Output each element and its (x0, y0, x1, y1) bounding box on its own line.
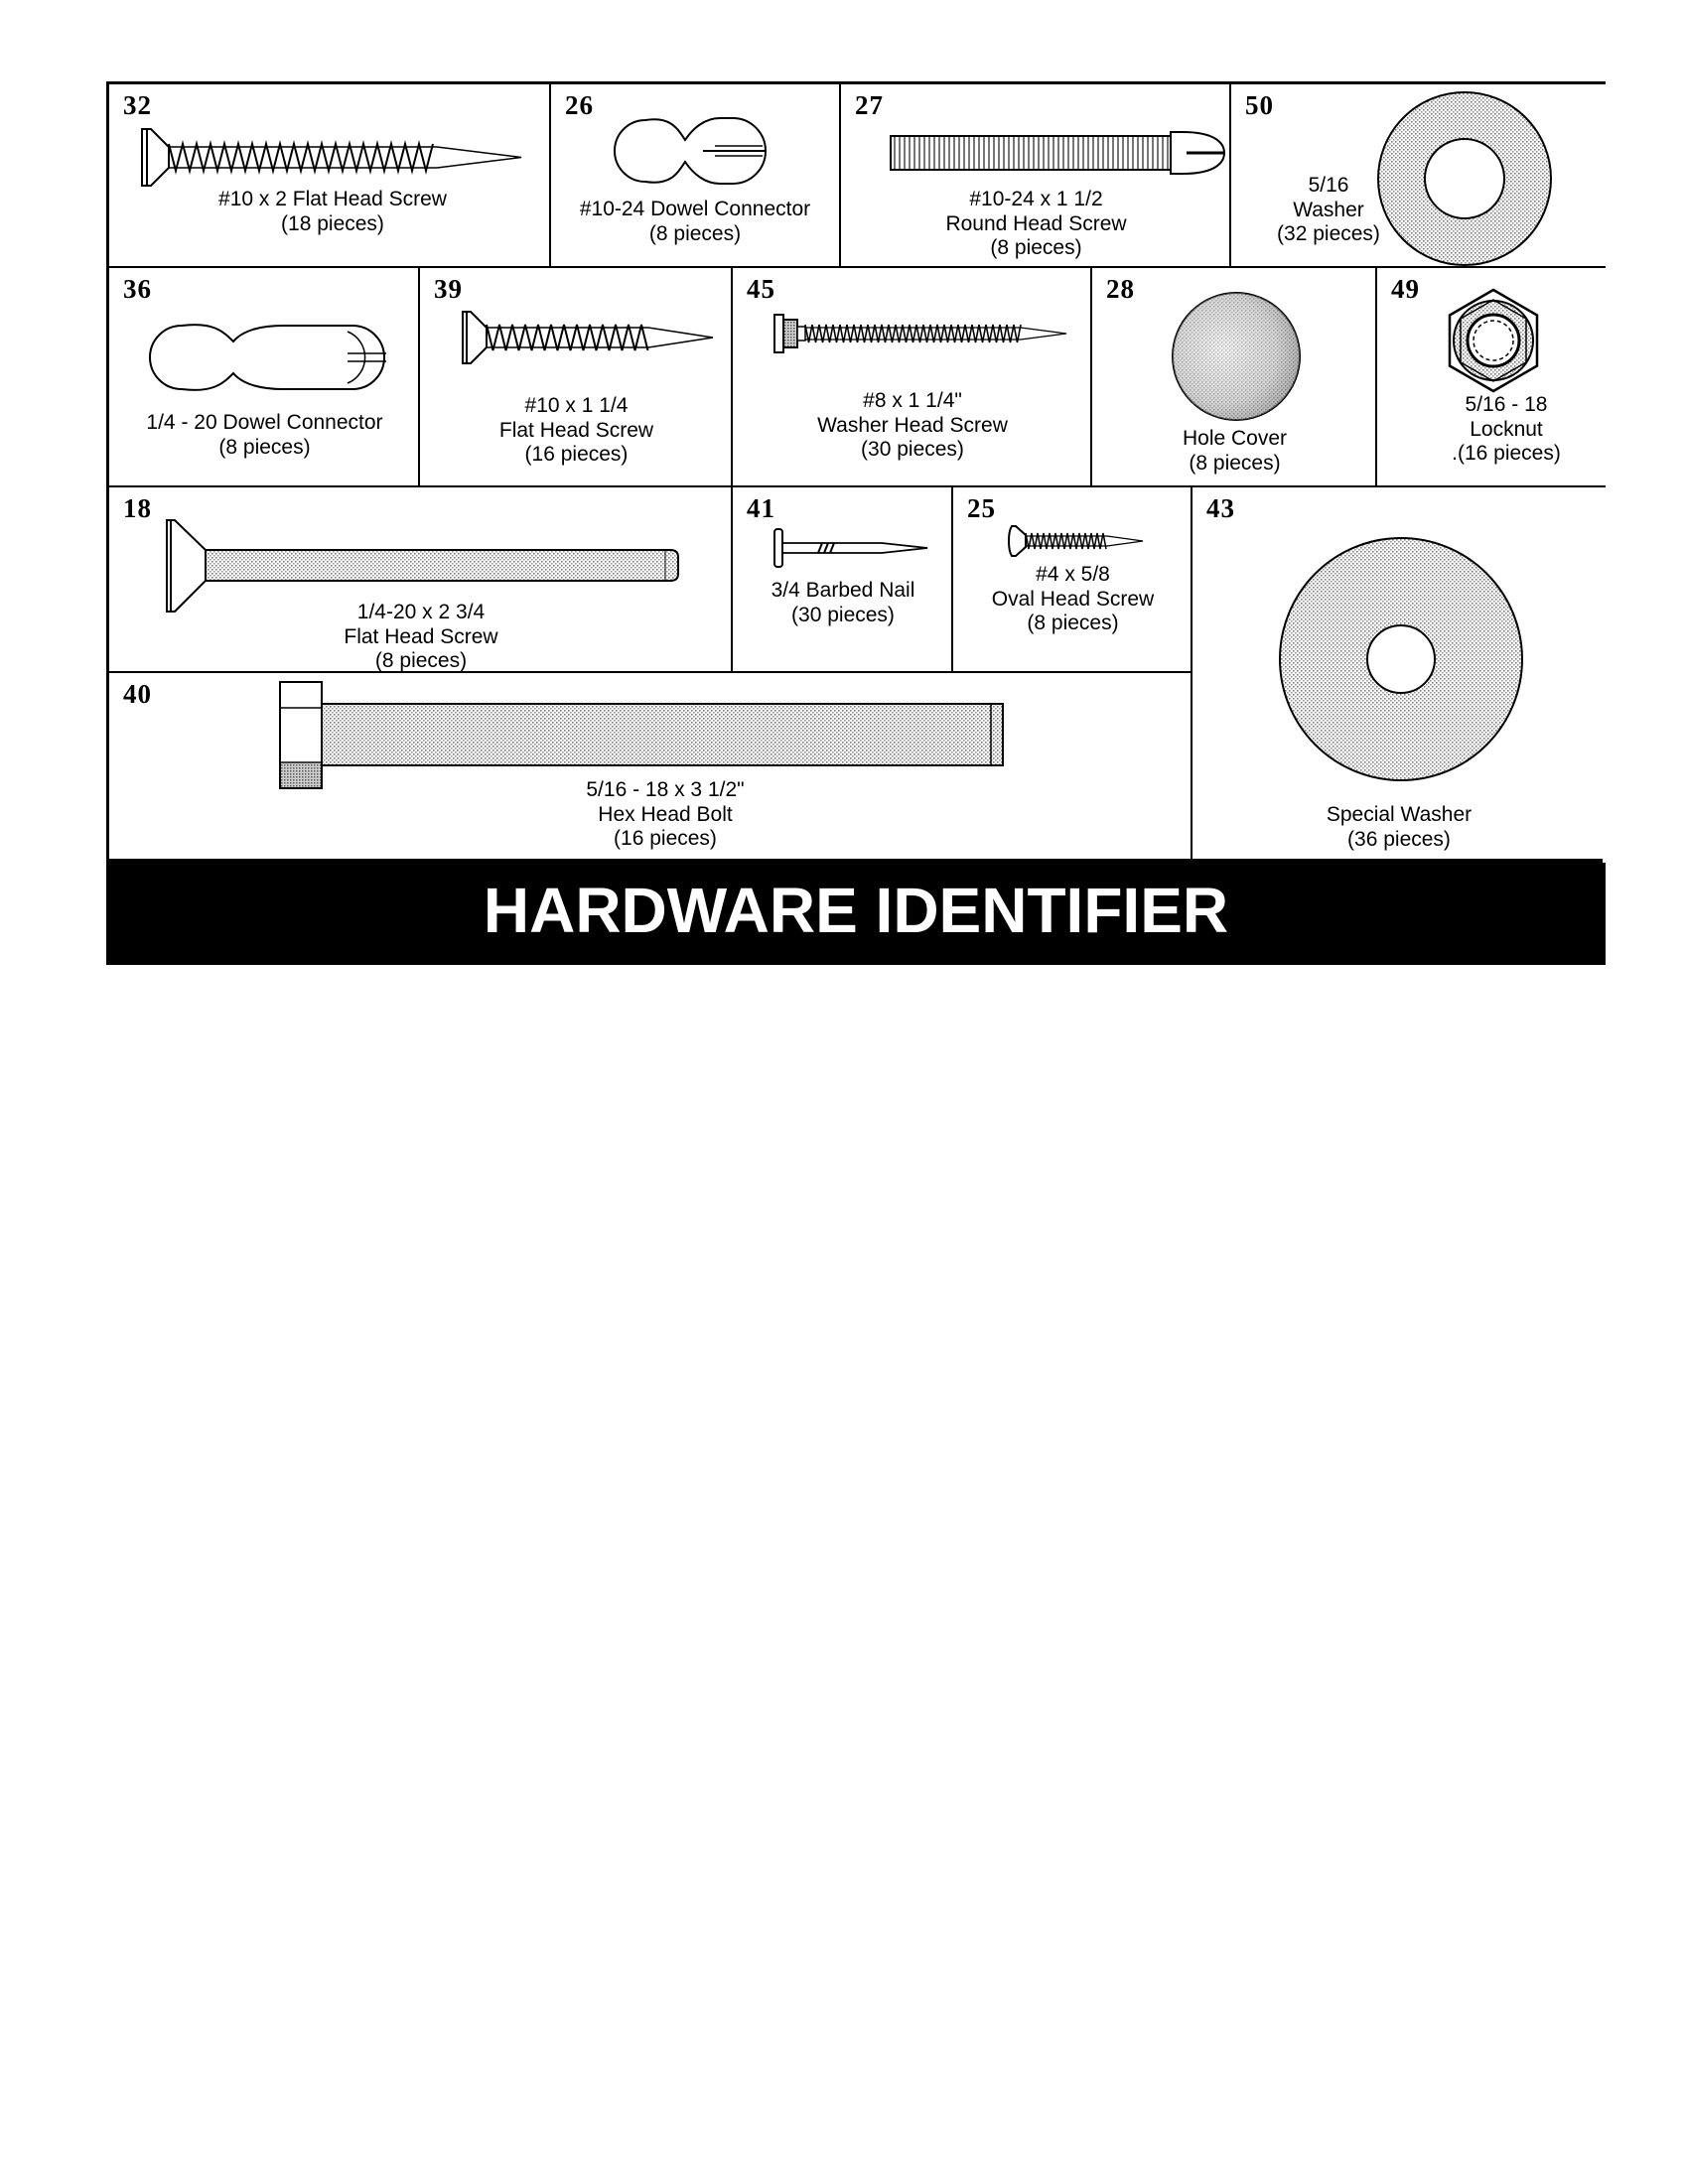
part-number: 41 (747, 493, 775, 523)
hardware-cell-45: 45 #8 x 1 1/4" Washer Head Screw (30 pie… (733, 268, 1092, 487)
part-number: 39 (434, 274, 463, 304)
hardware-cell-49: 49 5/16 - 18 Locknut .(16 pieces) (1377, 268, 1606, 487)
hardware-cell-28: 28 Hole Cover (8 pieces) (1092, 268, 1377, 487)
hardware-cell-18: 18 1/4-20 x 2 3/4 Flat Head Screw (8 pie… (109, 487, 733, 673)
part-number: 27 (855, 90, 884, 120)
part-label: #10-24 Dowel Connector (8 pieces) (579, 198, 811, 245)
barbed-nail-icon (773, 528, 928, 568)
oval-head-screw-icon (1008, 525, 1144, 557)
hardware-cell-25: 25 #4 x 5/8 Oval Head Screw (8 pieces) (953, 487, 1193, 673)
part-number: 18 (123, 493, 152, 523)
page-title: HARDWARE IDENTIFIER (483, 875, 1229, 946)
part-label: 5/16 - 18 x 3 1/2" Hex Head Bolt (16 pie… (586, 778, 745, 850)
long-dowel-connector-icon (149, 324, 386, 391)
washer-icon (1377, 91, 1552, 266)
part-label: #8 x 1 1/4" Washer Head Screw (30 pieces… (817, 389, 1008, 461)
part-label: 5/16 - 18 Locknut .(16 pieces) (1452, 393, 1561, 465)
part-number: 36 (123, 274, 152, 304)
part-label: #4 x 5/8 Oval Head Screw (8 pieces) (991, 563, 1155, 634)
part-number: 32 (123, 90, 152, 120)
part-number: 43 (1206, 493, 1235, 523)
hole-cover-icon (1172, 292, 1301, 421)
part-number: 50 (1245, 90, 1274, 120)
flat-head-wood-screw-icon (141, 128, 522, 187)
flat-head-wood-screw-icon (462, 311, 714, 364)
hardware-cell-36: 36 1/4 - 20 Dowel Connector (8 pieces) (109, 268, 420, 487)
special-washer-icon (1279, 537, 1523, 781)
round-head-screw-icon (890, 131, 1226, 175)
dowel-connector-icon (614, 117, 767, 185)
part-label: #10-24 x 1 1/2 Round Head Screw (8 piece… (945, 188, 1127, 259)
hardware-cell-50: 50 5/16 Washer (32 pieces) (1231, 84, 1606, 268)
hardware-cell-27: 27 #10-24 x 1 1/2 Round Head Screw (8 pi… (841, 84, 1231, 268)
part-label: 1/4 - 20 Dowel Connector (8 pieces) (146, 411, 383, 459)
part-number: 25 (967, 493, 996, 523)
part-label: 1/4-20 x 2 3/4 Flat Head Screw (8 pieces… (344, 601, 498, 672)
part-label: Special Washer (36 pieces) (1326, 803, 1473, 851)
hardware-cell-32: 32 #10 x 2 Flat Head Screw (18 pieces) (109, 84, 551, 268)
hex-head-bolt-icon (279, 681, 1004, 789)
hardware-cell-26: 26 #10-24 Dowel Connector (8 pieces) (551, 84, 841, 268)
title-banner: HARDWARE IDENTIFIER (109, 859, 1603, 962)
locknut-icon (1448, 288, 1539, 393)
part-number: 45 (747, 274, 775, 304)
washer-head-screw-icon (773, 314, 1067, 353)
flat-head-machine-screw-icon (166, 519, 679, 613)
hardware-cell-43: 43 Special Washer (36 pieces) (1193, 487, 1606, 865)
part-number: 40 (123, 679, 152, 709)
part-label: 5/16 Washer (32 pieces) (1277, 174, 1380, 245)
hardware-cell-40: 40 5/16 - 18 x 3 1/2" Hex Head Bolt (16 … (109, 673, 1193, 865)
part-label: 3/4 Barbed Nail (30 pieces) (771, 579, 915, 626)
hardware-cell-39: 39 #10 x 1 1/4 Flat Head Screw (16 piece… (420, 268, 733, 487)
hardware-identifier-panel: 32 #10 x 2 Flat Head Screw (18 pieces) 2… (106, 81, 1606, 965)
part-label: #10 x 2 Flat Head Screw (18 pieces) (218, 188, 447, 235)
hardware-cell-41: 41 3/4 Barbed Nail (30 pieces) (733, 487, 953, 673)
part-label: Hole Cover (8 pieces) (1182, 427, 1288, 475)
part-number: 49 (1391, 274, 1420, 304)
part-label: #10 x 1 1/4 Flat Head Screw (16 pieces) (498, 394, 654, 466)
part-number: 28 (1106, 274, 1135, 304)
part-number: 26 (565, 90, 594, 120)
